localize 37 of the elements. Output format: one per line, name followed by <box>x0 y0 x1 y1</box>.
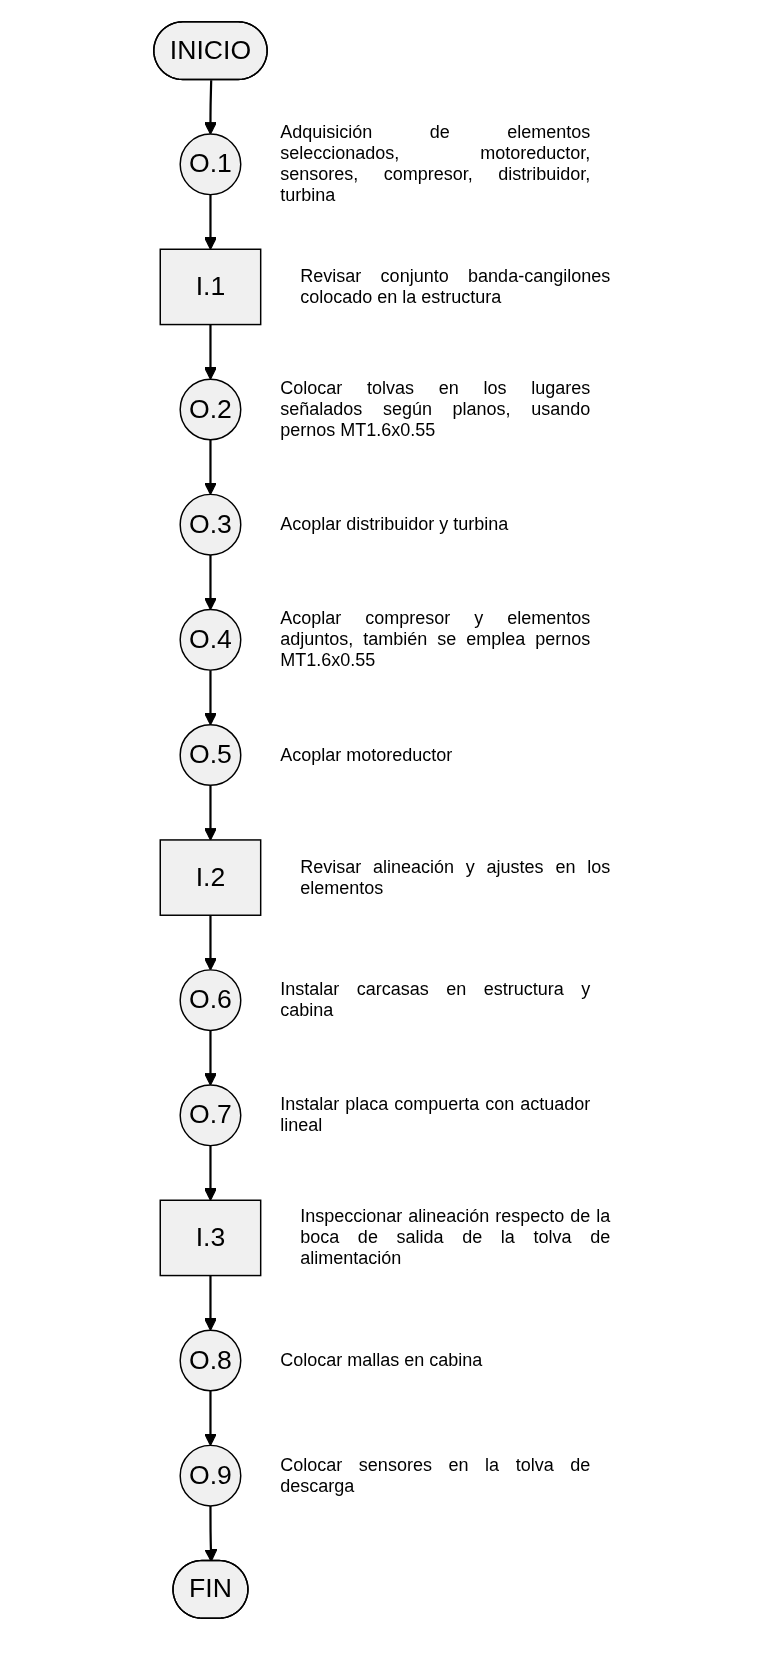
arrow <box>203 1275 217 1331</box>
arrow <box>203 80 217 135</box>
node-circle: O.2 <box>179 378 241 441</box>
arrow <box>203 1145 217 1201</box>
step-description: Adquisición de elementos seleccionados, motoreductor, sensores, compresor, distribuidor, turbina <box>280 122 591 207</box>
step-description: Instalar carcasas en estructura y cabina <box>280 979 591 1022</box>
step-description: Acoplar motoreductor <box>280 744 454 766</box>
node-circle: O.1 <box>179 133 241 196</box>
step-description: Colocar tolvas en los lugares señalados según planos, usando pernos MT1.6x0.55 <box>280 377 591 441</box>
step-description: Acoplar distribuidor y turbina <box>280 514 510 536</box>
node-circle: O.6 <box>179 969 241 1032</box>
step-description: Instalar placa compuerta con actuador lineal <box>280 1094 591 1137</box>
arrow <box>203 554 217 611</box>
node-box: I.2 <box>159 839 261 916</box>
arrow <box>203 915 217 971</box>
arrow <box>203 785 217 841</box>
step-description: Revisar conjunto banda-cangilones colocado en la estructura <box>300 265 611 308</box>
node-box: I.3 <box>159 1199 261 1277</box>
node-circle: O.8 <box>179 1329 241 1392</box>
arrow <box>203 1030 217 1086</box>
step-description: Revisar alineación y ajustes en los elementos <box>300 856 611 899</box>
arrow <box>203 324 217 380</box>
arrow <box>203 1505 217 1562</box>
step-description: Inspeccionar alineación respecto de la boca de salida de la tolva de alimentación <box>300 1206 611 1270</box>
arrow <box>203 194 217 250</box>
node-circle: O.5 <box>179 724 241 787</box>
step-description: Colocar mallas en cabina <box>280 1349 484 1371</box>
arrow <box>203 670 217 726</box>
arrow <box>203 439 217 495</box>
node-circle: O.4 <box>179 608 241 671</box>
node-box: I.1 <box>159 248 261 326</box>
step-description: Colocar sensores en la tolva de descarga <box>280 1454 591 1497</box>
step-description: Acoplar compresor y elementos adjuntos, también se emplea pernos MT1.6x0.55 <box>280 608 591 672</box>
node-circle: O.9 <box>179 1444 241 1507</box>
arrow <box>203 1390 217 1446</box>
node-circle: O.7 <box>179 1084 241 1147</box>
node-circle: O.3 <box>179 493 241 556</box>
